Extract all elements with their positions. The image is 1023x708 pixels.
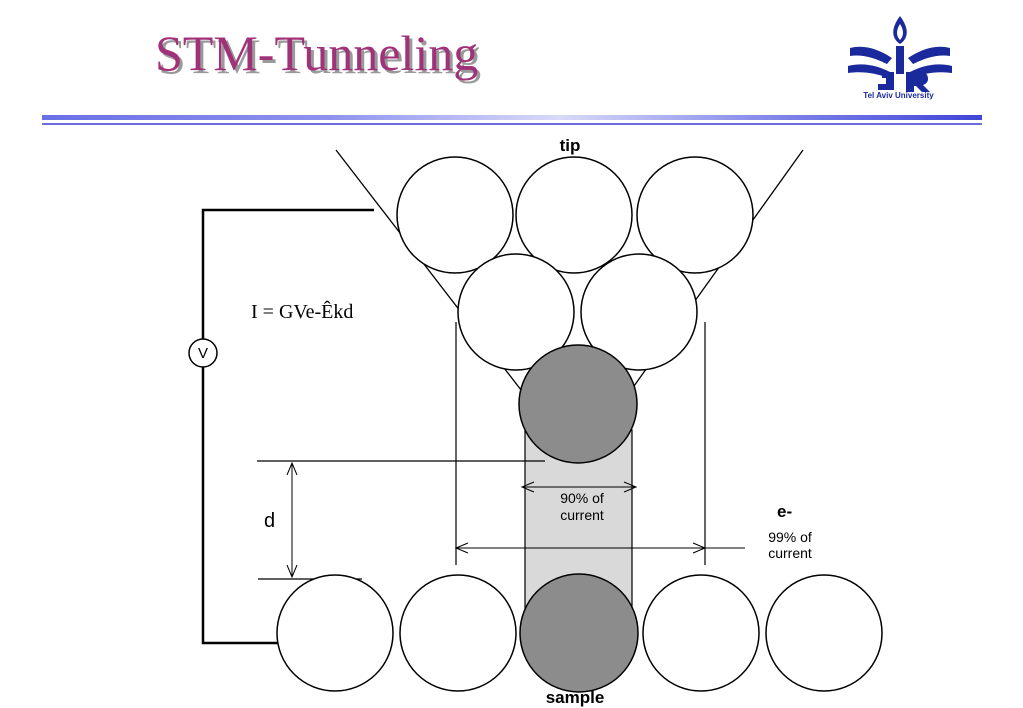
tunneling-formula: I = GVe-Êkd [251, 300, 353, 323]
sample-atoms [276, 574, 883, 692]
outer-current-line1: 99% of [768, 529, 812, 545]
tip-label: tip [560, 136, 581, 155]
voltmeter-label: V [198, 345, 208, 362]
tip-atom [396, 156, 514, 274]
sample-atom [276, 574, 394, 692]
tip-atom [457, 253, 575, 371]
inner-current-line2: current [560, 507, 604, 523]
title-underline [42, 115, 982, 120]
title-underline-thin [42, 123, 982, 125]
voltmeter: V [188, 338, 218, 368]
outer-current-line2: current [768, 545, 812, 561]
sample-atom [399, 574, 517, 692]
tel-aviv-university-logo [848, 16, 952, 92]
circuit-wire [201, 208, 374, 645]
sample-atom [765, 574, 883, 692]
tip-atom [636, 156, 754, 274]
sample-atom [642, 574, 760, 692]
distance-label: d [264, 510, 275, 532]
logo-caption: Tel Aviv University [863, 91, 934, 100]
inner-current-line1: 90% of [560, 490, 604, 506]
sample-active-atom [519, 573, 639, 693]
tip-atoms [396, 156, 754, 371]
electron-label: e- [777, 502, 792, 521]
sample-label: sample [546, 688, 605, 707]
slide-title: STM-Tunneling [155, 25, 479, 81]
tip-atom [580, 253, 698, 371]
tip-apex-atom [518, 344, 638, 464]
tip-atom [515, 156, 633, 274]
